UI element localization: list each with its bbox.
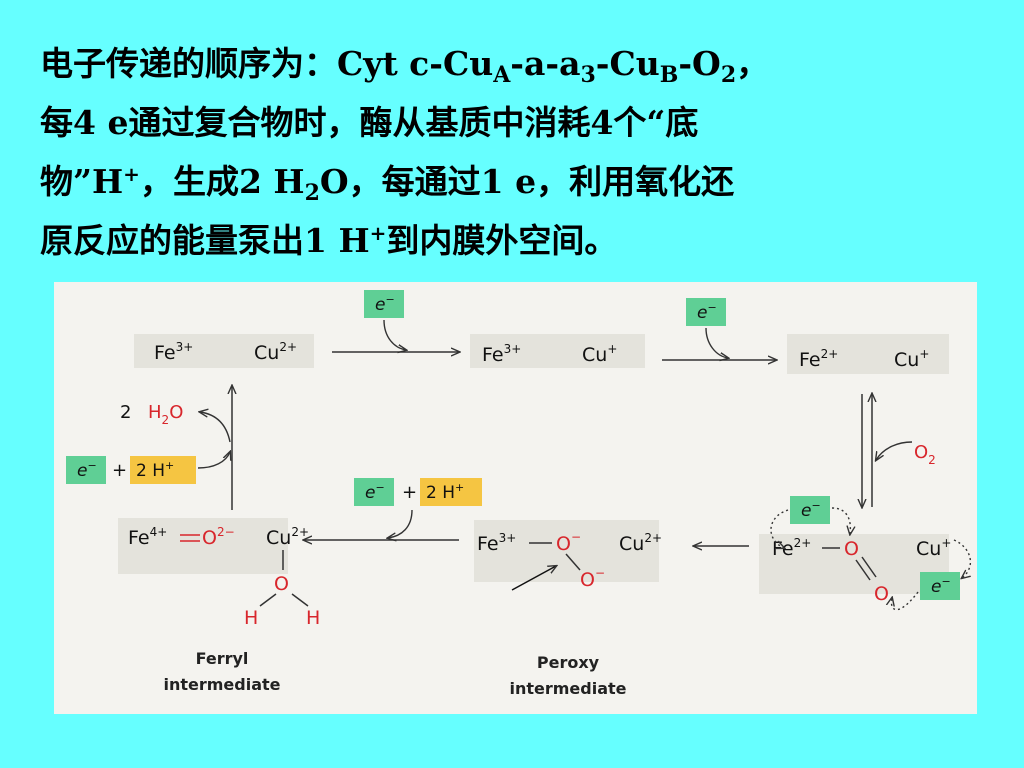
- svg-text:Ferryl: Ferryl: [196, 649, 249, 668]
- reaction-cycle-figure: Fe3+ Cu2+ e− Fe3+ Cu+ e− Fe2+ Cu+ O2 e− …: [54, 282, 977, 714]
- heading-line-2: 每4 e通过复合物时，酶从基质中消耗4个“底: [40, 103, 699, 142]
- o-h-bond-right: [291, 593, 309, 607]
- svg-text:H2O: H2O: [148, 402, 183, 427]
- svg-text:e−: e−: [77, 459, 97, 481]
- electron-plus-proton-group-lower: e− + 2 H+: [354, 478, 482, 506]
- electron-4-dotted-arrow-out: [891, 591, 919, 611]
- svg-text:e−: e−: [801, 499, 821, 521]
- slide-heading: 电子传递的顺序为：Cyt c-CuA-a-a3-CuB-O2， 每4 e通过复合…: [40, 34, 990, 270]
- state6-water-o: O: [274, 573, 289, 595]
- svg-text:intermediate: intermediate: [509, 679, 626, 698]
- svg-text:2 H+: 2 H+: [136, 459, 174, 481]
- electron-3-dotted-arrow-out: [831, 507, 850, 534]
- svg-text:+: +: [112, 460, 127, 481]
- electron-3-dotted-arrow-in: [770, 509, 789, 548]
- state6-cu: Cu2+: [266, 525, 309, 549]
- state5-cu: Cu2+: [619, 531, 662, 555]
- svg-text:+: +: [402, 482, 417, 503]
- state6-h-right: H: [306, 607, 320, 629]
- water-output: 2 H2O: [120, 402, 183, 427]
- electron-plus-proton-group-upper: e− + 2 H+: [66, 456, 196, 484]
- state3-fe: Fe2+: [799, 347, 838, 371]
- state-2-fe3-cu1: Fe3+ Cu+: [482, 342, 617, 366]
- state1-fe: Fe3+: [154, 340, 193, 364]
- svg-text:e−: e−: [365, 481, 385, 503]
- svg-text:e−: e−: [931, 575, 951, 597]
- state4-cu: Cu+: [916, 536, 951, 560]
- state6-oxo: O2−: [202, 525, 235, 549]
- state6-h-left: H: [244, 607, 258, 629]
- reaction-cycle-diagram: Fe3+ Cu2+ e− Fe3+ Cu+ e− Fe2+ Cu+ O2 e− …: [66, 290, 972, 698]
- state3-cu: Cu+: [894, 347, 929, 371]
- state5-fe: Fe3+: [477, 531, 516, 555]
- heading-line-1: 电子传递的顺序为：Cyt c-CuA-a-a3-CuB-O2，: [40, 44, 770, 88]
- peroxy-pointer-arrow: [511, 566, 556, 591]
- proton-box-upper: [130, 456, 196, 484]
- electron-box-3: e−: [790, 496, 830, 524]
- state2-cu: Cu+: [582, 342, 617, 366]
- electron-box-5: [354, 478, 394, 506]
- state4-o-bottom: O: [874, 583, 889, 605]
- state-5-peroxy: Fe3+ O− O− Cu2+: [477, 530, 662, 591]
- electron-proton-upper-arrow: [197, 452, 230, 469]
- svg-text:Peroxy: Peroxy: [537, 653, 600, 672]
- water-output-arrow: [200, 412, 231, 443]
- state-4-fe2-o2-cu1: e− Fe2+ O O Cu+ e−: [770, 496, 972, 611]
- state-6-ferryl: Fe4+ O2− Cu2+ O H H: [128, 525, 320, 629]
- electron-box-2: e−: [686, 298, 726, 326]
- electron-box-1: e−: [364, 290, 404, 318]
- peroxy-caption: Peroxy intermediate: [509, 653, 626, 698]
- ferryl-caption: Ferryl intermediate: [163, 649, 280, 694]
- state1-cu: Cu2+: [254, 340, 297, 364]
- o-h-bond-left: [259, 593, 277, 607]
- state6-fe: Fe4+: [128, 525, 167, 549]
- state5-o1: O−: [556, 530, 581, 555]
- electron-1-arrow: [383, 319, 406, 350]
- heading-line-3: 物”H+，生成2 H2O，每通过1 e，利用氧化还: [40, 162, 735, 206]
- state2-fe: Fe3+: [482, 342, 521, 366]
- state5-o2: O−: [580, 566, 605, 591]
- o-o-bond-peroxy: [565, 553, 581, 571]
- state4-o-top: O: [844, 538, 859, 560]
- svg-text:2 H+: 2 H+: [426, 481, 464, 503]
- electron-box-4: e−: [920, 572, 960, 600]
- heading-line-4: 原反应的能量泵出1 H+到内膜外空间。: [40, 221, 618, 260]
- electron-proton-lower-arrow: [388, 509, 413, 538]
- o-o-bond-2: [861, 556, 877, 578]
- o-o-bond-1: [855, 559, 871, 581]
- background-shading: [118, 334, 949, 594]
- svg-text:2: 2: [120, 402, 131, 423]
- o2-input-arrow: [876, 441, 913, 460]
- electron-2-arrow: [705, 327, 728, 358]
- svg-text:e−: e−: [375, 293, 395, 315]
- svg-text:e−: e−: [697, 301, 717, 323]
- proton-box-lower: [420, 478, 482, 506]
- state-1-fe3-cu2: Fe3+ Cu2+: [154, 340, 297, 364]
- electron-box-6: [66, 456, 106, 484]
- svg-text:intermediate: intermediate: [163, 675, 280, 694]
- o2-input: O2: [914, 442, 936, 467]
- state-3-fe2-cu1: Fe2+ Cu+: [799, 347, 929, 371]
